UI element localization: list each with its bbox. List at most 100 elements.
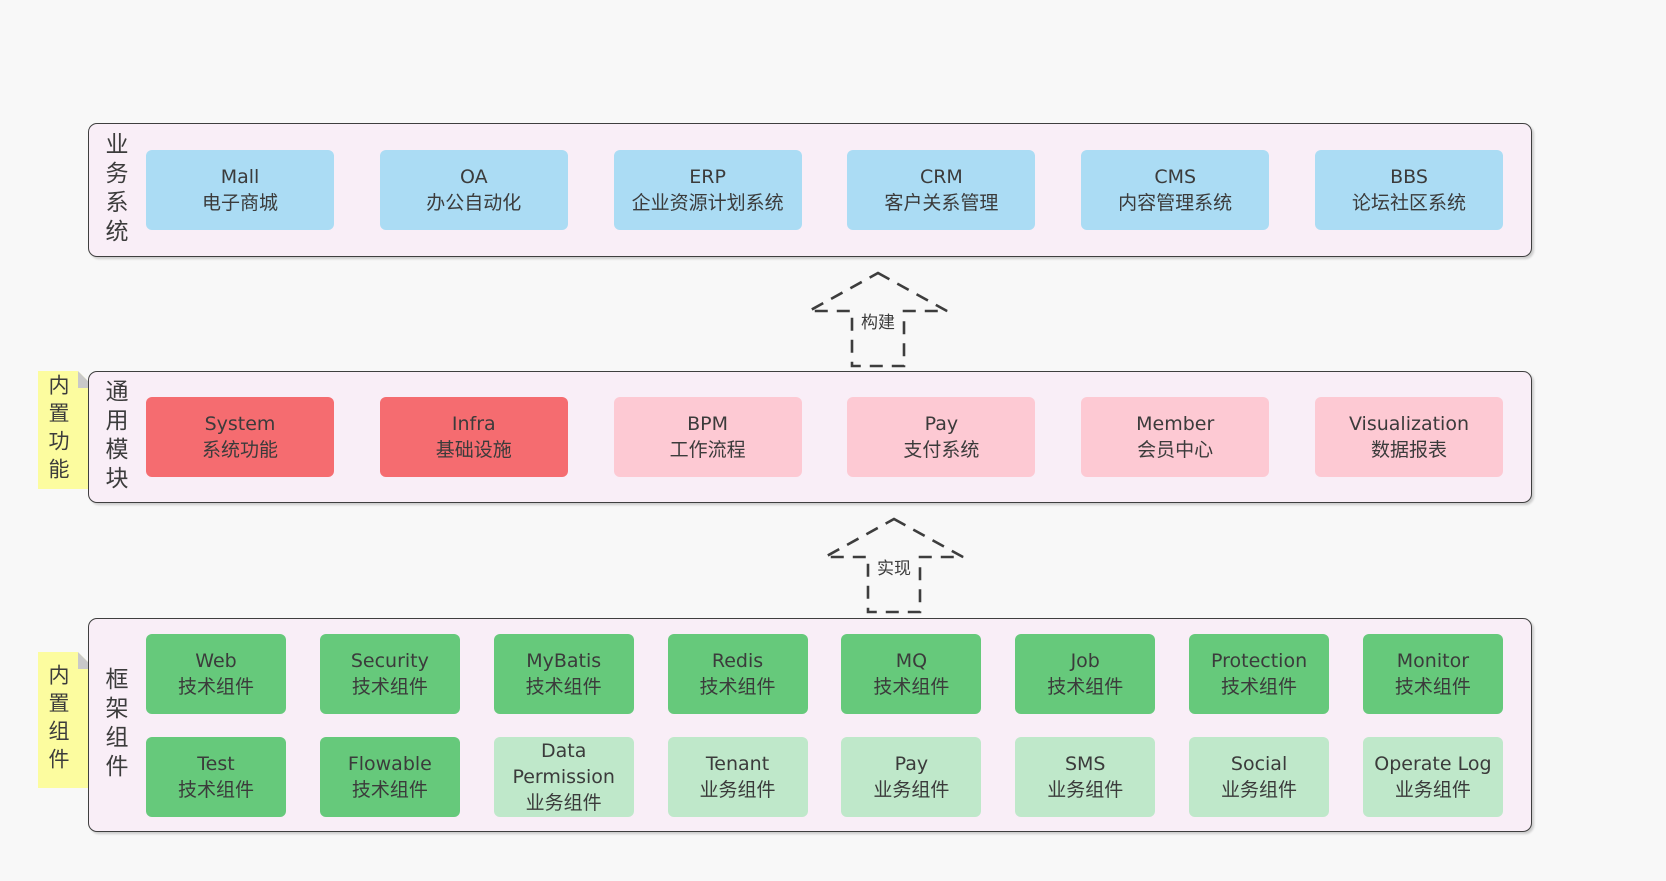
layer-title: 业务系统 [101, 132, 127, 248]
box-visualization: Visualization 数据报表 [1314, 397, 1503, 477]
box-title: Test [197, 752, 235, 775]
box-title: Redis [711, 649, 764, 672]
box-redis: Redis 技术组件 [667, 633, 808, 714]
box-subtitle: 技术组件 [699, 675, 776, 698]
box-title: Job [1070, 649, 1100, 672]
implement-arrow-icon: 实现 [823, 517, 965, 614]
box-mall: Mall 电子商城 [146, 150, 334, 230]
box-title: Flowable [347, 752, 432, 775]
box-subtitle: 技术组件 [1047, 675, 1124, 698]
box-infra: Infra 基础设施 [379, 397, 568, 477]
box-title: ERP [689, 166, 726, 188]
box-subtitle: 技术组件 [873, 675, 950, 698]
box-title: Pay [924, 413, 959, 435]
box-subtitle: 技术组件 [1394, 675, 1471, 698]
note-built-in-components: 内置组件 [38, 652, 95, 788]
box-social: Social 业务组件 [1189, 736, 1330, 817]
box-row: System 系统功能 Infra 基础设施 BPM 工作流程 Pay 支付系统 Member 会… [146, 397, 1503, 477]
layer-title: 通用模块 [101, 379, 127, 495]
box-flowable: Flowable 技术组件 [319, 736, 460, 817]
box-title: System [204, 413, 276, 435]
box-subtitle: 业务组件 [699, 778, 776, 801]
box-title: Visualization [1348, 413, 1469, 435]
box-subtitle: 内容管理系统 [1118, 192, 1233, 214]
box-title: Mall [220, 166, 260, 188]
box-title: CRM [919, 166, 963, 188]
note-built-in-features: 内置功能 [38, 371, 95, 489]
box-security: Security 技术组件 [319, 633, 460, 714]
box-subtitle: 技术组件 [351, 675, 428, 698]
box-subtitle: 系统功能 [201, 439, 278, 461]
box-subtitle: 工作流程 [669, 439, 746, 461]
box-subtitle: 支付系统 [903, 439, 980, 461]
box-cms: CMS 内容管理系统 [1081, 150, 1270, 230]
box-subtitle: 客户关系管理 [884, 192, 999, 214]
box-subtitle: 业务组件 [1221, 778, 1298, 801]
layer-common-modules: 通用模块 System 系统功能 Infra 基础设施 BPM 工作流程 Pay 支付系统 Me… [88, 371, 1532, 503]
box-data-permission: Data Permission 业务组件 [493, 736, 634, 817]
box-subtitle: 技术组件 [525, 675, 602, 698]
box-title: MyBatis [526, 649, 602, 672]
box-title: Member [1136, 413, 1215, 435]
box-system: System 系统功能 [146, 397, 334, 477]
box-bpm: BPM 工作流程 [613, 397, 802, 477]
box-subtitle: 技术组件 [177, 675, 254, 698]
box-member: Member 会员中心 [1081, 397, 1270, 477]
box-protection: Protection 技术组件 [1189, 633, 1330, 714]
box-oa: OA 办公自动化 [379, 150, 568, 230]
box-title: Data Permission [512, 739, 615, 788]
box-job: Job 技术组件 [1015, 633, 1156, 714]
box-pay: Pay 支付系统 [847, 397, 1036, 477]
layer-title: 框架组件 [101, 667, 127, 783]
box-title: Infra [451, 413, 496, 435]
box-subtitle: 业务组件 [1047, 778, 1124, 801]
box-mybatis: MyBatis 技术组件 [493, 633, 634, 714]
box-title: Web [195, 649, 237, 672]
box-subtitle: 办公自动化 [426, 192, 522, 214]
box-web: Web 技术组件 [146, 633, 286, 714]
box-rows: System 系统功能 Infra 基础设施 BPM 工作流程 Pay 支付系统 Member 会… [146, 372, 1503, 502]
box-subtitle: 会员中心 [1137, 439, 1214, 461]
box-title: MQ [895, 649, 928, 672]
box-subtitle: 电子商城 [201, 192, 278, 214]
box-title: Security [350, 649, 429, 672]
box-title: SMS [1064, 752, 1106, 775]
box-subtitle: 技术组件 [351, 778, 428, 801]
box-tenant: Tenant 业务组件 [667, 736, 808, 817]
box-subtitle: 基础设施 [435, 439, 512, 461]
box-subtitle: 业务组件 [1394, 778, 1471, 801]
box-title: Pay [894, 752, 929, 775]
box-title: Protection [1211, 649, 1308, 672]
box-monitor: Monitor 技术组件 [1362, 633, 1503, 714]
up-arrow-icon [824, 517, 964, 614]
box-title: Social [1230, 752, 1288, 775]
box-subtitle: 业务组件 [525, 791, 602, 814]
box-title: Monitor [1396, 649, 1470, 672]
note-label: 内置功能 [46, 374, 70, 486]
implement-arrow-label: 实现 [873, 553, 915, 580]
box-sms: SMS 业务组件 [1015, 736, 1156, 817]
up-arrow-icon [808, 271, 948, 368]
box-title: Tenant [705, 752, 770, 775]
note-label: 内置组件 [46, 664, 70, 776]
box-title: OA [459, 166, 488, 188]
box-title: BPM [687, 413, 729, 435]
box-title: BBS [1390, 166, 1428, 188]
box-crm: CRM 客户关系管理 [847, 150, 1036, 230]
box-title: CMS [1154, 166, 1197, 188]
box-subtitle: 数据报表 [1370, 439, 1447, 461]
box-title: Operate Log [1374, 752, 1492, 775]
box-subtitle: 技术组件 [1221, 675, 1298, 698]
build-arrow-icon: 构建 [807, 271, 949, 368]
